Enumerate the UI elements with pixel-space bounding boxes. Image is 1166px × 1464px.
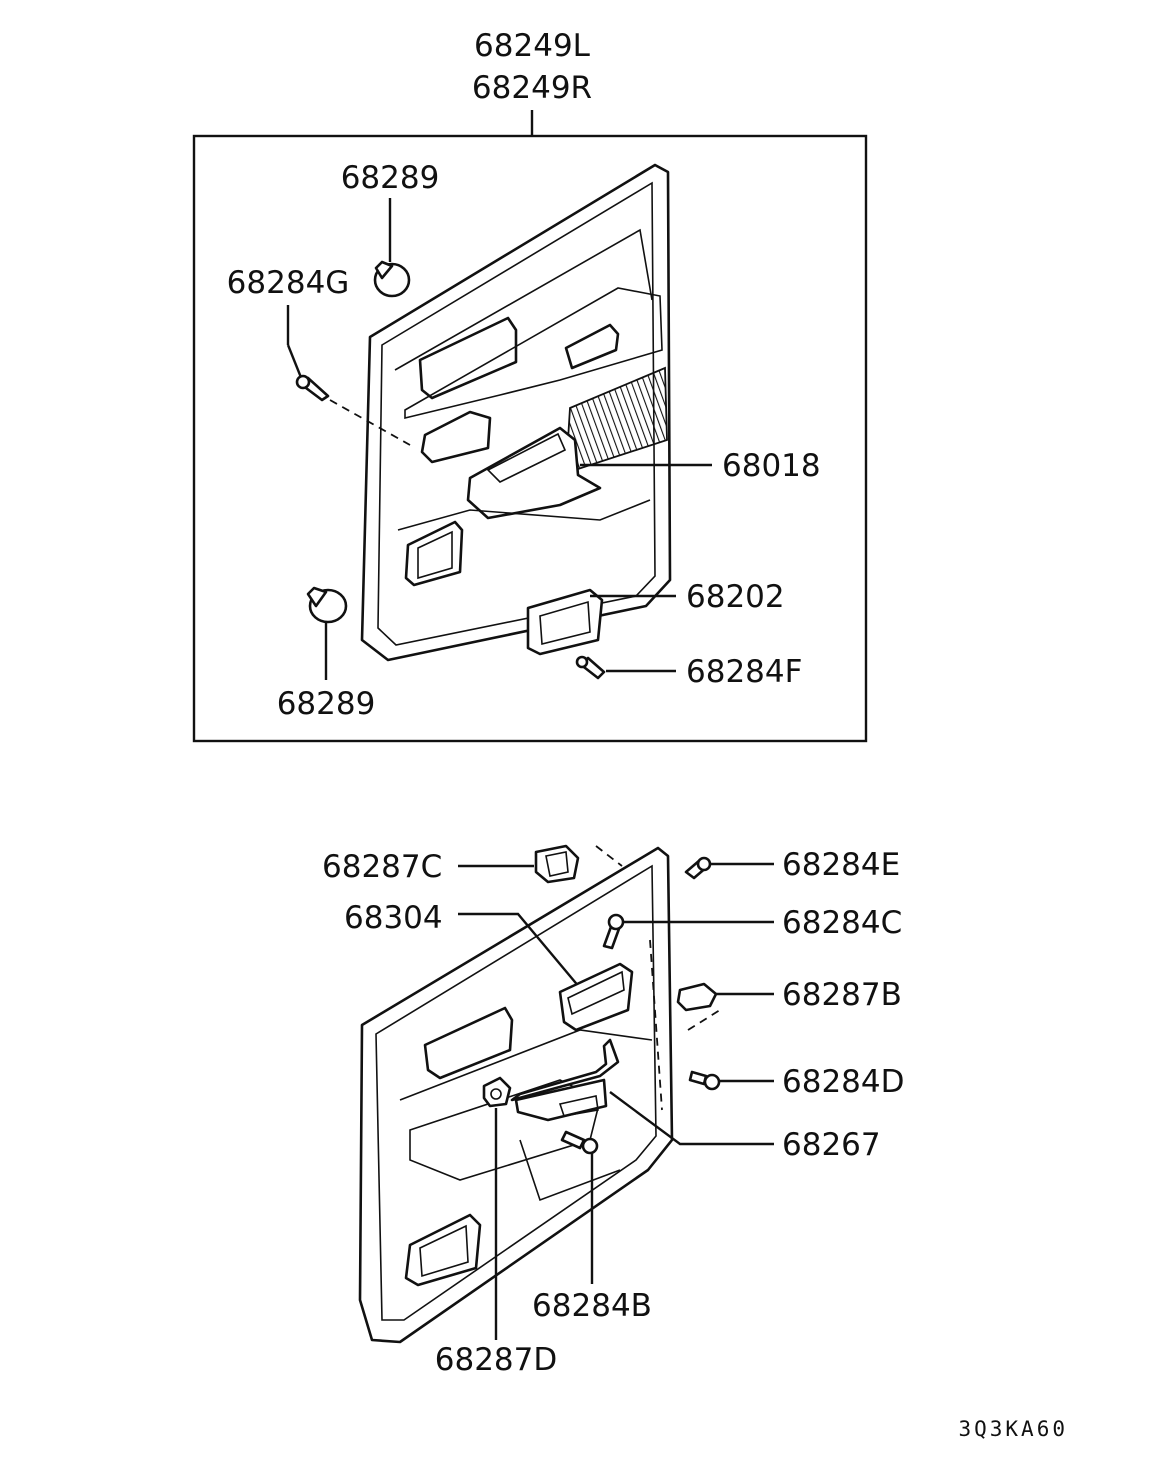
- callout-screw-c: 68284C: [782, 905, 902, 941]
- lower-window-slot: [423, 1006, 514, 1080]
- drawing-code: 3Q3KA60: [958, 1417, 1068, 1441]
- cup-part: [558, 962, 634, 1032]
- callout-screw-e: 68284E: [782, 847, 900, 883]
- handle-part: [510, 1038, 620, 1122]
- screw-c-part: [602, 913, 625, 950]
- screw-e-part: [684, 856, 712, 880]
- lower-door-panel: [358, 845, 674, 1344]
- callout-bracket-top: 68287C: [322, 849, 442, 885]
- clip-top-part: [373, 260, 411, 298]
- callout-pocket: 68202: [686, 579, 785, 615]
- screw-top-part: [295, 374, 330, 402]
- upper-frame: [192, 134, 868, 743]
- clip-b-part: [676, 982, 718, 1012]
- callout-screw-top: 68284G: [227, 265, 350, 301]
- bracket-top-part: [534, 844, 580, 884]
- upper-assembly: 68249L 68249R 68289: [192, 28, 868, 743]
- upper-window-slot-1: [418, 316, 518, 400]
- upper-window-slot-2: [564, 323, 620, 370]
- upper-armrest: [466, 426, 602, 520]
- callout-screw-bottom: 68284F: [686, 654, 802, 690]
- clip-bottom-part: [306, 586, 348, 624]
- screw-bottom-part: [575, 655, 606, 680]
- callout-clip-b: 68287B: [782, 977, 902, 1013]
- callout-handle: 68267: [782, 1127, 881, 1163]
- screw-b-part: [560, 1130, 599, 1155]
- callout-cup: 68304: [344, 900, 443, 936]
- upper-door-panel: [360, 163, 672, 662]
- callout-clip-bottom: 68289: [277, 686, 376, 722]
- callout-armrest: 68018: [722, 448, 821, 484]
- callout-screw-b: 68284B: [532, 1288, 652, 1324]
- screw-d-part: [688, 1070, 721, 1091]
- lower-panel-inner: [375, 864, 657, 1321]
- upper-switch-panel: [420, 410, 492, 464]
- callout-clip-d: 68287D: [435, 1342, 558, 1378]
- pocket-part: [526, 588, 604, 656]
- callout-screw-d: 68284D: [782, 1064, 905, 1100]
- callout-clip-top: 68289: [341, 160, 440, 196]
- clip-d-part: [482, 1076, 512, 1108]
- lower-map-pocket: [404, 1213, 482, 1287]
- assembly-label-right: 68249R: [472, 70, 592, 106]
- lower-assembly: 68287C 68304 68284E 68284C: [322, 844, 905, 1378]
- assembly-label-left: 68249L: [474, 28, 591, 64]
